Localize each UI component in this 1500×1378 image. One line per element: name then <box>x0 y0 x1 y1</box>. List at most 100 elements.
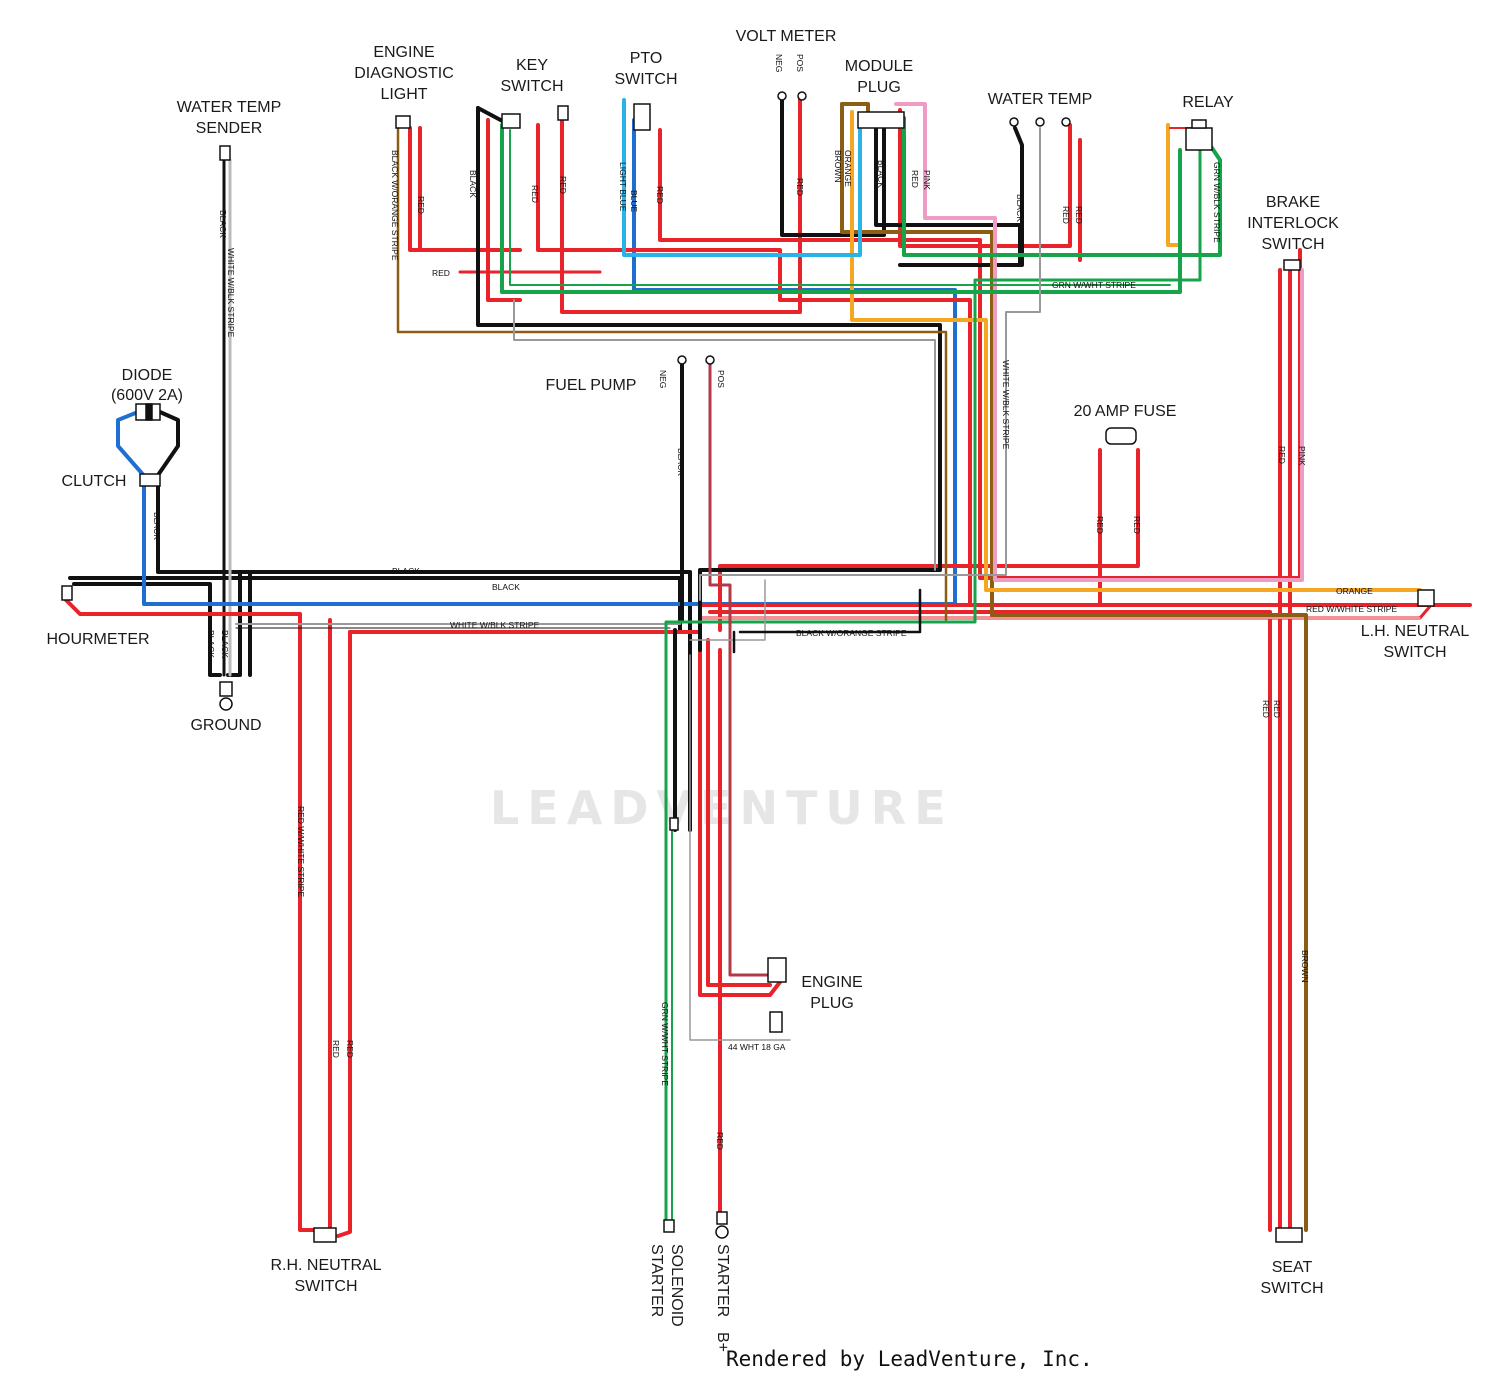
ground-terminal <box>219 697 233 711</box>
wl-red-seat-1: RED <box>1261 700 1271 718</box>
wire-green-stripe <box>509 129 1171 286</box>
wire-red-pto <box>658 128 1302 580</box>
wl-brown-module: BROWN <box>833 150 843 183</box>
wl-black-ground-2: BLACK <box>220 630 230 658</box>
wl-pos-voltmeter: POS <box>795 54 805 72</box>
label-ground: GROUND <box>190 717 261 734</box>
wl-grn-blk-relay: GRN W/BLK STRIPE <box>1212 162 1222 243</box>
water-temp-terminal-2 <box>1035 117 1045 127</box>
wire-red-key-down <box>486 118 522 302</box>
wl-black-key: BLACK <box>468 170 478 198</box>
label-volt-meter: VOLT METER <box>736 28 837 45</box>
solenoid-terminal <box>663 1219 675 1233</box>
wire-orange-relay <box>1166 123 1182 247</box>
wl-red-white-h: RED W/WHITE STRIPE <box>1306 604 1397 614</box>
wl-red-key-2: RED <box>558 176 568 194</box>
relay-body <box>1185 127 1213 151</box>
relay-top <box>1191 119 1207 129</box>
wl-red-fuse-2: RED <box>1132 516 1142 534</box>
diag-light-connector <box>395 115 411 129</box>
wire-green-relay <box>902 116 1222 257</box>
wl-red-1: RED <box>432 268 450 278</box>
wire-blue-clutch <box>142 118 957 606</box>
wl-light-blue: LIGHT BLUE <box>618 162 628 212</box>
wl-red-voltmeter: RED <box>795 178 805 196</box>
wl-grn-wht-h: GRN W/WHT STRIPE <box>1052 280 1136 290</box>
engine-plug-aux <box>769 1011 783 1033</box>
wire-red-engine-plug-2 <box>706 638 772 987</box>
watermark: LEADVENTURE <box>490 781 954 835</box>
wire-black-wtemp <box>1013 126 1024 267</box>
label-20-amp-fuse: 20 AMP FUSE <box>1074 403 1177 420</box>
lh-neutral-connector <box>1417 589 1435 607</box>
wire-red-hourmeter <box>64 598 320 1232</box>
label-starter-b-plus: STARTERB+ <box>714 1244 731 1352</box>
wl-black-2: BLACK <box>492 582 520 592</box>
wl-red-wtemp-1: RED <box>1061 206 1071 224</box>
wl-orange-module: ORANGE <box>843 150 853 187</box>
wl-orange-h: ORANGE <box>1336 586 1373 596</box>
wl-red-pto: RED <box>655 186 665 204</box>
wire-brown-module <box>840 102 1308 1232</box>
wl-44-wht: 44 WHT 18 GA <box>728 1042 786 1052</box>
wl-white-blk-v: WHITE W/BLK STRIPE <box>1001 360 1011 450</box>
key-switch-terminal <box>557 105 569 121</box>
wire-white-bundle <box>513 299 936 571</box>
fuse-body <box>1105 427 1137 445</box>
water-temp-terminal-3 <box>1061 117 1071 127</box>
starter-b-terminal <box>715 1225 729 1239</box>
wl-black-module: BLACK <box>876 160 886 188</box>
wire-green-to-bundle <box>664 148 1202 1222</box>
wl-red-key-1: RED <box>530 185 540 203</box>
brake-interlock-connector <box>1283 259 1301 271</box>
module-plug-connector <box>857 111 905 129</box>
wl-grn-wht-solenoid: GRN W/WHT STRIPE <box>660 1002 670 1086</box>
rh-neutral-connector <box>313 1227 337 1243</box>
clutch-connector <box>139 473 161 487</box>
wire-orange-module <box>850 110 1422 592</box>
wl-black-fuel: BLACK <box>676 448 686 476</box>
wl-black-orange-diag: BLACK W/ORANGE STRIPE <box>390 150 400 261</box>
seat-switch-connector <box>1275 1227 1303 1243</box>
wire-brown-diag <box>396 126 948 622</box>
wl-white-blk-sender: WHITE W/BLK STRIPE <box>226 248 236 338</box>
wire-black-main-2 <box>72 582 222 677</box>
wire-green-key <box>500 123 1182 294</box>
label-fuel-pump: FUEL PUMP <box>546 377 637 394</box>
fuel-pump-pos-terminal <box>705 355 715 365</box>
wire-light-blue-pto <box>622 98 862 257</box>
wl-red-starter: RED <box>715 1132 725 1150</box>
wl-red-brake: RED <box>1277 446 1287 464</box>
water-temp-terminal-1 <box>1009 117 1019 127</box>
diode-band <box>145 403 153 421</box>
wl-red-fuse-1: RED <box>1095 516 1105 534</box>
key-switch-connector <box>501 113 521 129</box>
engine-plug-connector <box>767 957 787 983</box>
wl-black-clutch: BLACK <box>152 512 162 540</box>
wl-red-module: RED <box>910 170 920 188</box>
ground-lug <box>219 681 233 697</box>
label-hourmeter: HOURMETER <box>46 631 149 648</box>
wl-pos-fuel: POS <box>716 370 726 388</box>
wl-red-rh-2: RED <box>345 1040 355 1058</box>
footer-credit: Rendered by LeadVenture, Inc. <box>726 1347 1093 1371</box>
wl-red-diag: RED <box>416 196 426 214</box>
hourmeter-connector <box>61 585 73 601</box>
wire-black-clutch <box>156 480 402 574</box>
wire-black-voltmeter <box>780 96 886 237</box>
wire-red-seat-3 <box>708 610 1272 1232</box>
wl-red-seat-2: RED <box>1272 700 1282 718</box>
wire-pink-module <box>894 102 1304 582</box>
wire-maroon-fuel <box>708 363 774 977</box>
wl-pink-module: PINK <box>922 170 932 190</box>
